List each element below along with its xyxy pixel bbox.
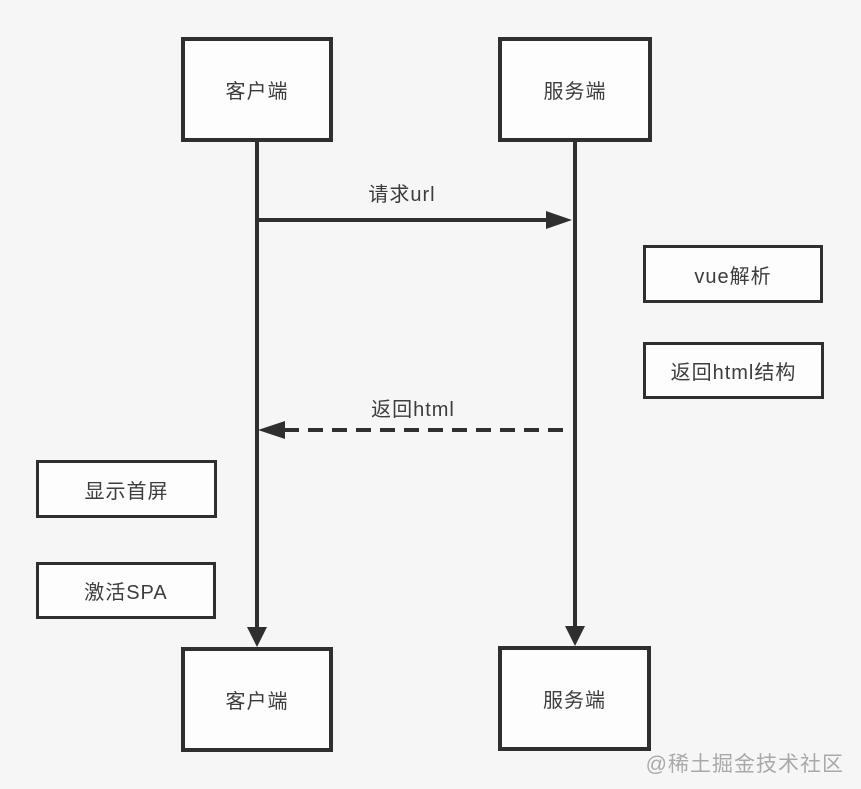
request-url-label: 请求url [368,184,436,206]
node-show-first-screen: 显示首屏 [36,460,217,518]
request-url-arrowhead-icon [546,211,572,229]
return-html-label: 返回html [371,399,455,421]
node-client-bottom: 客户端 [181,647,333,752]
client-lifeline-arrowhead-icon [247,627,267,647]
node-server-bottom-label: 服务端 [543,690,606,712]
server-lifeline-arrowhead-icon [565,626,585,646]
node-server-top-label: 服务端 [543,81,607,103]
return-html-arrowhead-icon [258,421,285,439]
node-client-top-label: 客户端 [225,81,289,103]
node-server-bottom: 服务端 [498,646,651,751]
node-server-top: 服务端 [498,37,652,142]
node-client-top: 客户端 [181,37,333,142]
node-activate-spa-label: 激活SPA [84,582,168,604]
watermark: @稀土掘金技术社区 [645,753,844,776]
node-vue-parse-label: vue解析 [694,265,772,288]
node-client-bottom-label: 客户端 [225,691,289,713]
node-vue-parse: vue解析 [643,245,823,303]
node-return-html-structure: 返回html结构 [643,342,824,399]
node-activate-spa: 激活SPA [36,562,216,619]
node-return-html-structure-label: 返回html结构 [670,362,797,384]
node-show-first-screen-label: 显示首屏 [84,480,169,503]
